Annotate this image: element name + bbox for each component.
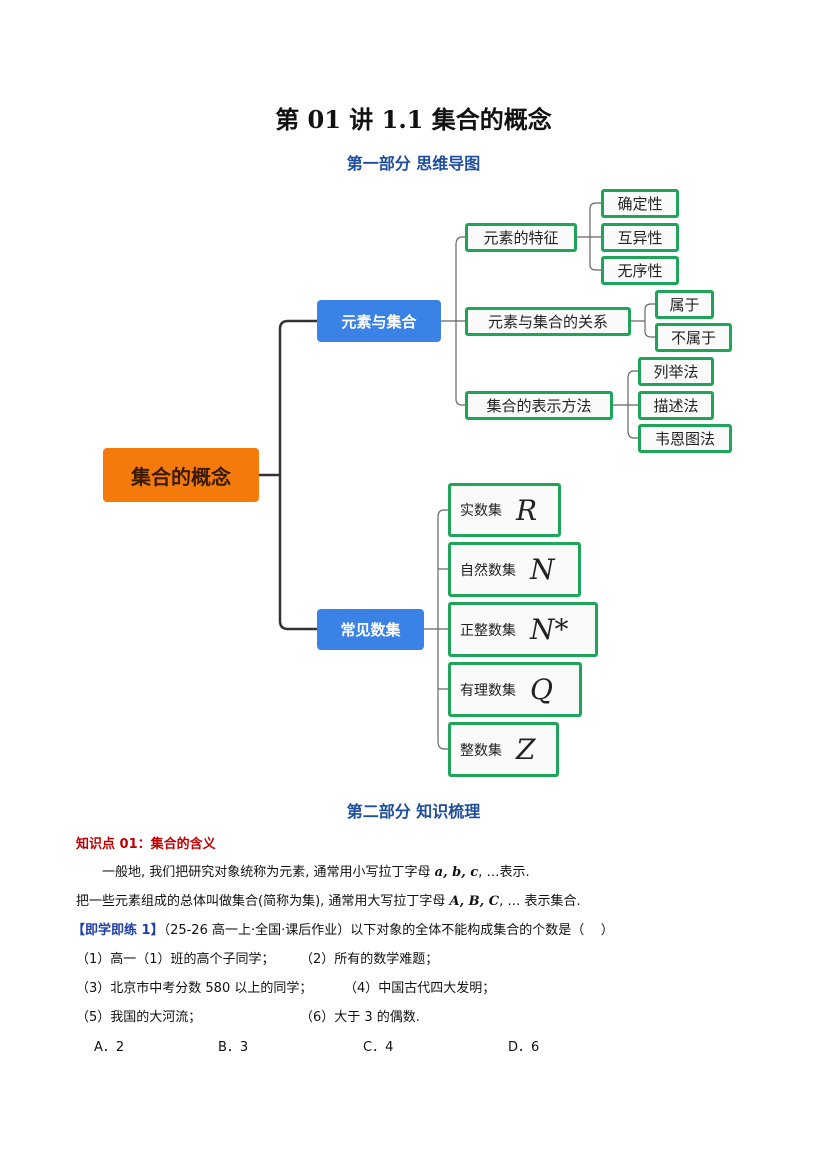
mindmap-leaf: 韦恩图法	[638, 424, 732, 453]
number-set-label: 整数集	[460, 742, 502, 759]
mindmap-leaf: 不属于	[655, 323, 732, 352]
mindmap-node: 集合的表示方法	[465, 391, 613, 420]
paragraph-elements: 一般地, 我们把研究对象统称为元素, 通常用小写拉丁字母 a, b, c, …表…	[102, 861, 530, 880]
text: 一般地, 我们把研究对象统称为元素, 通常用小写拉丁字母	[102, 865, 435, 880]
exercise-item: （1）高一（1）班的高个子同学；	[76, 952, 275, 967]
number-set-label: 有理数集	[460, 682, 516, 699]
exercise-item: （4）中国古代四大发明；	[344, 981, 496, 996]
question-text: （25-26 高一上·全国·课后作业）以下对象的全体不能构成集合的个数是（ ）	[163, 923, 614, 938]
option-a: A．2	[94, 1040, 125, 1055]
mindmap-leaf: 确定性	[601, 189, 679, 218]
mindmap-leaf: 属于	[655, 290, 714, 319]
mindmap-branch-elements-sets: 元素与集合	[317, 300, 441, 342]
number-set-rational: 有理数集 Q	[448, 662, 582, 717]
mindmap-leaf: 列举法	[638, 357, 714, 386]
math-vars: A, B, C	[449, 894, 500, 909]
exercise-item: （5）我国的大河流；	[76, 1010, 202, 1025]
knowledge-point-heading: 知识点 01：集合的含义	[76, 837, 216, 852]
exercise-item: （6）大于 3 的偶数.	[300, 1010, 420, 1025]
number-set-label: 自然数集	[460, 562, 516, 579]
text: , …表示.	[478, 865, 530, 880]
mindmap-branch-number-sets: 常见数集	[317, 609, 424, 650]
paragraph-sets: 把一些元素组成的总体叫做集合(简称为集), 通常用大写拉丁字母 A, B, C,…	[76, 890, 581, 909]
math-vars: a, b, c	[434, 865, 479, 880]
option-d: D．6	[508, 1040, 540, 1055]
mindmap-leaf: 互异性	[601, 223, 679, 252]
number-set-integer: 整数集 Z	[448, 722, 559, 777]
number-set-symbol: N*	[530, 613, 569, 646]
option-b: B．3	[218, 1040, 249, 1055]
number-set-symbol: Q	[530, 673, 553, 706]
exercise-item: （3）北京市中考分数 580 以上的同学；	[76, 981, 313, 996]
exercise-item: （2）所有的数学难题；	[300, 952, 439, 967]
section-heading-mindmap: 第一部分 思维导图	[346, 154, 481, 173]
exercise-question: 【即学即练 1】（25-26 高一上·全国·课后作业）以下对象的全体不能构成集合…	[72, 919, 614, 938]
text: , … 表示集合.	[499, 894, 581, 909]
section-heading-knowledge: 第二部分 知识梳理	[346, 802, 481, 821]
text: 把一些元素组成的总体叫做集合(简称为集), 通常用大写拉丁字母	[76, 894, 450, 909]
page-title: 第 01 讲 1.1 集合的概念	[275, 105, 552, 134]
mindmap-node: 元素与集合的关系	[465, 307, 631, 336]
number-set-symbol: R	[516, 493, 538, 527]
mindmap-leaf: 无序性	[601, 256, 679, 285]
mindmap-root: 集合的概念	[103, 448, 259, 502]
number-set-label: 正整数集	[460, 622, 516, 639]
number-set-positive-integer: 正整数集 N*	[448, 602, 598, 657]
number-set-symbol: N	[530, 553, 555, 586]
mindmap-connectors	[259, 202, 655, 750]
exercise-tag: 【即学即练 1】	[72, 923, 164, 938]
number-set-natural: 自然数集 N	[448, 542, 581, 597]
option-c: C．4	[363, 1040, 394, 1055]
mindmap-node: 元素的特征	[465, 223, 577, 252]
mindmap-leaf: 描述法	[638, 391, 714, 420]
number-set-real: 实数集 R	[448, 483, 561, 537]
number-set-symbol: Z	[516, 733, 536, 766]
number-set-label: 实数集	[460, 503, 502, 519]
